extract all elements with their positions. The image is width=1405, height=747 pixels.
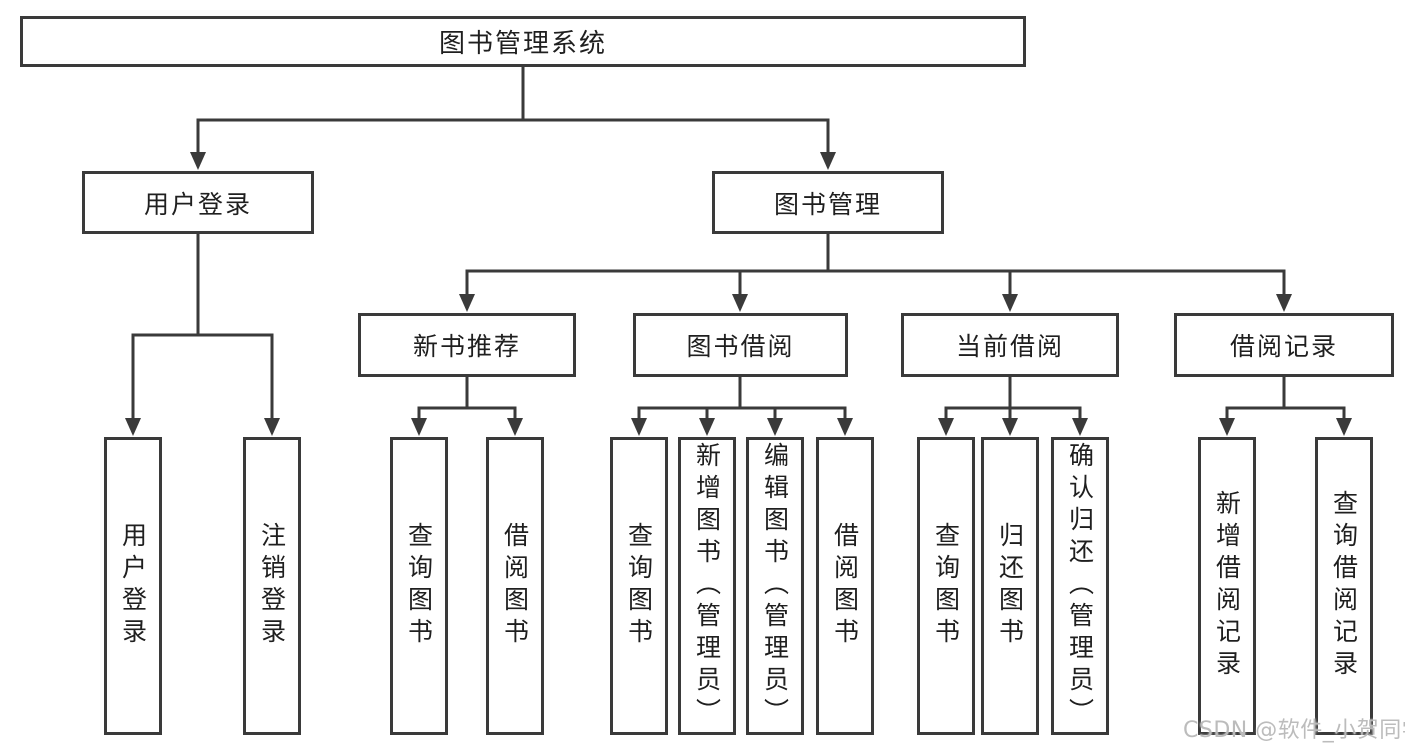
node-label: 编辑图书（管理员） <box>760 442 790 730</box>
csdn-watermark: CSDN @软件_小贺同学 <box>1183 718 1405 743</box>
node-label: 确认归还（管理员） <box>1065 442 1095 730</box>
leaf-borrow-books-recommend: 借阅图书 <box>486 437 544 735</box>
node-label: 借阅图书 <box>500 522 530 650</box>
node-label: 图书借阅 <box>686 332 795 361</box>
leaf-confirm-return-admin: 确认归还（管理员） <box>1051 437 1109 735</box>
leaf-add-borrow-record: 新增借阅记录 <box>1198 437 1256 735</box>
node-label: 借阅图书 <box>830 522 860 650</box>
node-label: 当前借阅 <box>955 332 1064 361</box>
leaf-return-book: 归还图书 <box>981 437 1039 735</box>
leaf-query-borrow-record: 查询借阅记录 <box>1315 437 1373 735</box>
leaf-query-books-current: 查询图书 <box>917 437 975 735</box>
node-label: 图书管理 <box>773 189 882 219</box>
arrowhead-icons <box>125 152 1352 436</box>
leaf-query-books-borrow: 查询图书 <box>610 437 668 735</box>
node-user-login: 用户登录 <box>82 171 314 234</box>
leaf-add-book-admin: 新增图书（管理员） <box>678 437 736 735</box>
leaf-borrow-books: 借阅图书 <box>816 437 874 735</box>
node-label: 注销登录 <box>257 522 287 650</box>
node-new-book-recommend: 新书推荐 <box>358 313 576 377</box>
leaf-query-books-recommend: 查询图书 <box>390 437 448 735</box>
node-current-borrow: 当前借阅 <box>901 313 1119 377</box>
node-label: 新书推荐 <box>412 332 521 361</box>
node-label: 借阅记录 <box>1229 332 1338 361</box>
leaf-edit-book-admin: 编辑图书（管理员） <box>746 437 804 735</box>
node-book-borrow: 图书借阅 <box>633 313 848 377</box>
leaf-user-login: 用户登录 <box>104 437 162 735</box>
node-borrow-records: 借阅记录 <box>1174 313 1394 377</box>
node-label: 新增图书（管理员） <box>692 442 722 730</box>
node-label: 查询图书 <box>931 522 961 650</box>
connector-lines <box>131 67 1346 422</box>
node-label: 归还图书 <box>995 522 1025 650</box>
node-label: 查询借阅记录 <box>1329 490 1359 682</box>
leaf-logout: 注销登录 <box>243 437 301 735</box>
node-label: 图书管理系统 <box>438 29 607 59</box>
node-book-management: 图书管理 <box>712 171 944 234</box>
node-label: 用户登录 <box>143 189 252 219</box>
node-label: 查询图书 <box>624 522 654 650</box>
node-label: 用户登录 <box>118 522 148 650</box>
node-label: 新增借阅记录 <box>1212 490 1242 682</box>
node-label: 查询图书 <box>404 522 434 650</box>
node-library-system: 图书管理系统 <box>20 16 1026 67</box>
